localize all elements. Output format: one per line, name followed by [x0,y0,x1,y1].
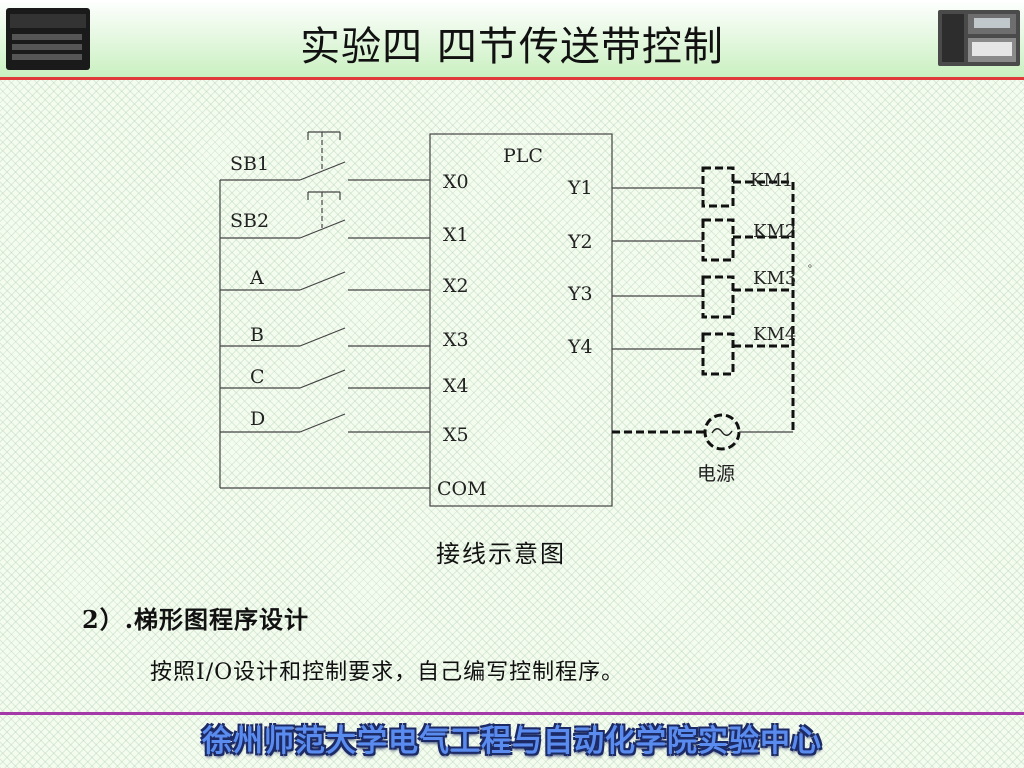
footer-banner: 徐州师范大学电气工程与自动化学院实验中心 [202,724,822,759]
switch-label-sb1: SB1 [230,153,269,175]
note-mark: 。 [808,259,818,270]
terminal-x3: X3 [443,329,469,351]
wiring-diagram: PLC SB1 SB2 A B C D X0 X1 X2 X3 X4 X5 CO… [219,131,818,507]
coil-km4 [701,332,735,376]
terminal-y1: Y1 [567,177,593,199]
slide-title: 实验四 四节传送带控制 [300,24,724,70]
switch-label-sb2: SB2 [230,210,269,232]
terminal-y3: Y3 [567,283,593,305]
diagram-caption: 接线示意图 [436,540,566,568]
slide-header: 实验四 四节传送带控制 [0,0,1024,80]
switch-label-d: D [250,408,265,430]
terminal-y4: Y4 [567,336,593,358]
switch-label-b: B [250,324,264,346]
switch-label-c: C [250,366,265,388]
plc-box [429,133,613,507]
coil-km2 [701,218,735,262]
coil-label-km4: KM4 [753,324,796,345]
terminal-com: COM [437,478,487,500]
section-body-text: 按照I/O设计和控制要求，自己编写控制程序。 [150,660,625,685]
header-divider [0,77,1024,80]
terminal-x5: X5 [443,424,469,446]
terminal-y2: Y2 [567,231,593,253]
terminal-x4: X4 [443,375,469,397]
device-image-icon [6,8,90,70]
switch-label-a: A [249,267,264,289]
section-heading: 2）.梯形图程序设计 [82,605,310,634]
coil-label-km1: KM1 [750,170,793,191]
footer-divider [0,712,1024,715]
coil-km3 [701,275,735,319]
terminal-x2: X2 [443,275,469,297]
terminal-x1: X1 [443,224,469,246]
coil-label-km3: KM3 [753,268,796,289]
plc-device-icon [938,10,1020,66]
power-label: 电源 [697,463,735,485]
coil-label-km2: KM2 [753,221,796,242]
coil-km1 [701,166,735,208]
plc-label: PLC [503,145,543,167]
terminal-x0: X0 [443,171,469,193]
